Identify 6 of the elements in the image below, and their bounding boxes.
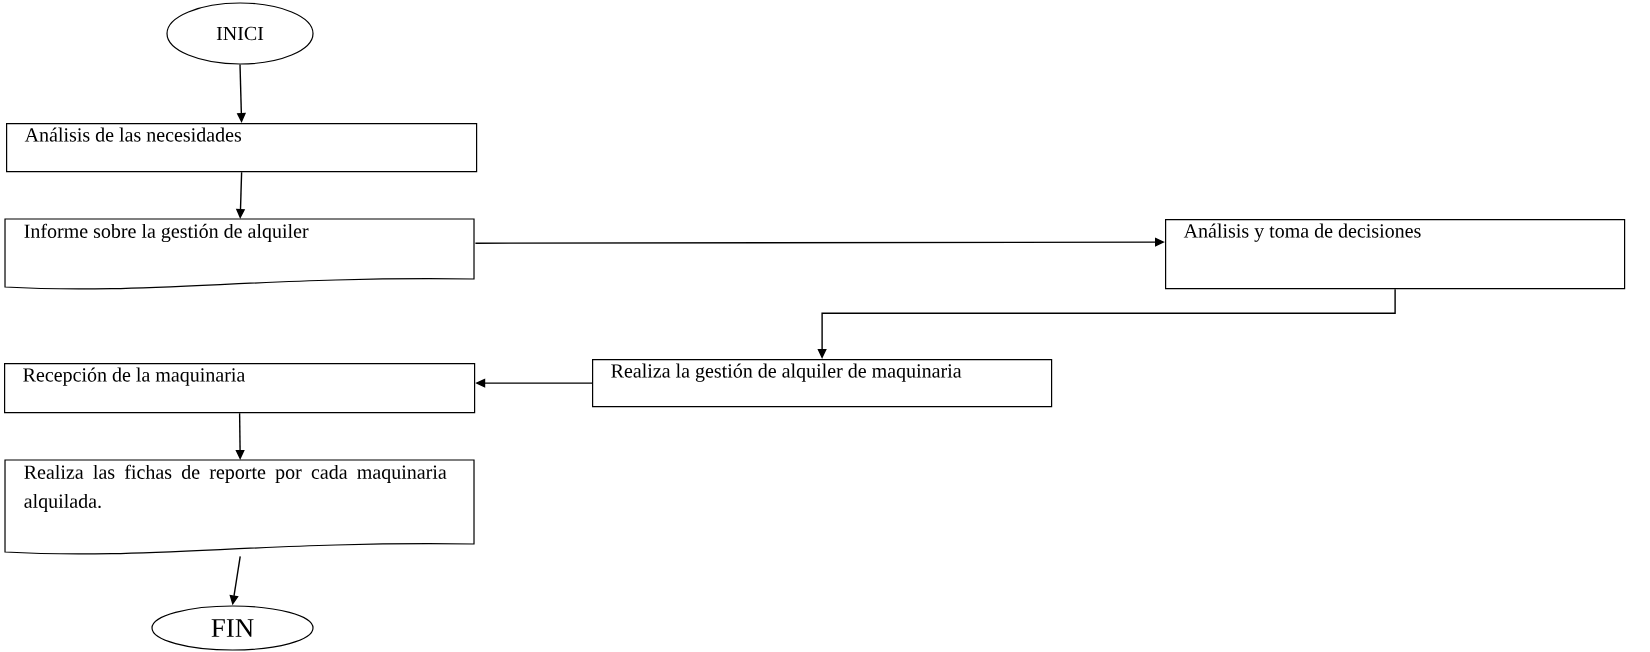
process-box: Análisis y toma de decisiones xyxy=(1165,219,1626,290)
process-box: Realiza la gestión de alquiler de maquinaria xyxy=(592,359,1053,408)
document-box: Realiza las fichas de reporte por cada maquinaria alquilada. xyxy=(4,459,475,555)
process-box: Recepción de la maquinaria xyxy=(4,363,476,414)
process-box: Análisis de las necesidades xyxy=(6,123,478,173)
document-box: Informe sobre la gestión de alquiler xyxy=(4,218,475,290)
